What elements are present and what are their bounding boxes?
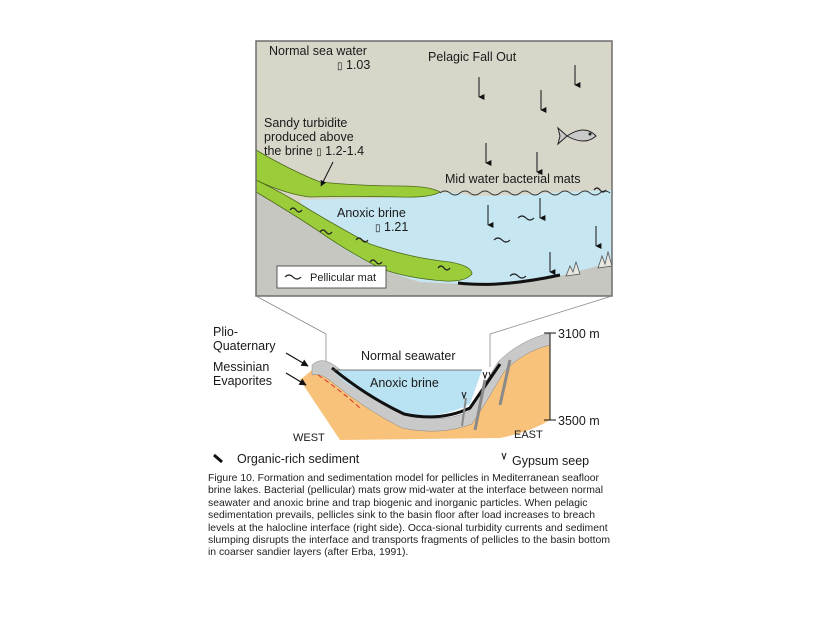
- pelagic-fall-out-label: Pelagic Fall Out: [428, 50, 517, 64]
- turbidite-tongue: [255, 149, 441, 198]
- turbidite-deposit: [255, 179, 473, 282]
- halocline-interface: [439, 190, 611, 196]
- fish-icon: [557, 126, 597, 146]
- organic-rich-legend-icon: [213, 453, 223, 464]
- normal-seawater-label: Normal seawater: [361, 349, 456, 363]
- plio-quaternary-label-2: Quaternary: [213, 339, 276, 353]
- organic-rich-line: [331, 363, 502, 419]
- gypsum-seep-legend-label: Gypsum seep: [512, 454, 590, 468]
- legend-pellicular-mat-label: Pellicular mat: [310, 272, 377, 284]
- gypsum-seep-legend-icon: [501, 452, 507, 461]
- anoxic-brine-density: ▯ 1.21: [375, 220, 409, 234]
- plio-quaternary-label-1: Plio-: [213, 325, 239, 339]
- pelagic-arrows: [478, 65, 602, 275]
- messinian-label-2: Evaporites: [213, 374, 273, 388]
- legend-squiggle: [284, 274, 302, 280]
- depth-top-label: 3100 m: [558, 327, 600, 341]
- connector-right: [489, 295, 613, 335]
- cross-anoxic-brine-label: Anoxic brine: [370, 376, 439, 390]
- normal-sea-water-density: ▯ 1.03: [337, 58, 371, 72]
- anoxic-brine-label: Anoxic brine: [337, 206, 406, 220]
- fault-2: [498, 359, 512, 406]
- organic-rich-legend-label: Organic-rich sediment: [237, 452, 360, 466]
- brine-lake: [332, 370, 482, 416]
- west-label: WEST: [293, 432, 325, 444]
- depth-bottom-label: 3500 m: [558, 414, 600, 428]
- normal-sea-water-label: Normal sea water: [269, 44, 367, 58]
- east-label: EAST: [514, 429, 543, 441]
- organic-floor-line: [457, 273, 561, 286]
- messinian-label-1: Messinian: [213, 360, 270, 374]
- figure-caption: Figure 10. Formation and sedimentation m…: [208, 473, 610, 559]
- legend-box: [276, 265, 387, 289]
- top-panel-frame: [255, 40, 613, 297]
- sandy-turbidite-line1: Sandy turbidite: [264, 116, 348, 130]
- messinian-boundary: [317, 374, 361, 409]
- sandy-turbidite-line2: produced above: [264, 130, 354, 144]
- fault-1: [473, 379, 487, 431]
- evaporites-layer: [300, 345, 550, 440]
- sandy-turbidite-line3: the brine ▯ 1.2-1.4: [264, 144, 365, 158]
- mid-water-mats-label: Mid water bacterial mats: [445, 172, 581, 186]
- gypsum-seep-icons: [461, 371, 494, 400]
- pellicular-mats: [289, 187, 607, 279]
- fault-3: [461, 397, 467, 427]
- connector-left: [255, 295, 327, 335]
- plio-arrow: [285, 352, 309, 367]
- messinian-arrow: [285, 372, 307, 386]
- turbidite-pointer: [320, 161, 334, 187]
- gypsum-crystals: [565, 250, 613, 277]
